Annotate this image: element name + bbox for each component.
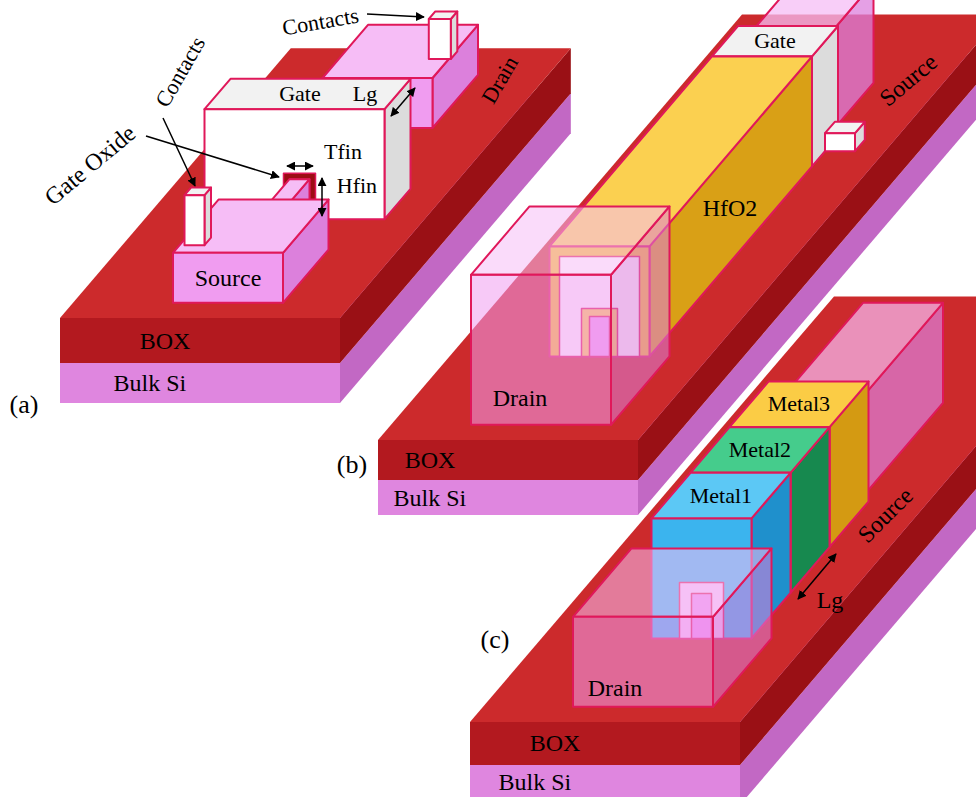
drain-block [573, 617, 713, 707]
contact-block [185, 188, 212, 196]
layer-label: BOX [530, 731, 581, 755]
drain-block [573, 548, 772, 616]
layer-label: BOX [405, 448, 456, 472]
leader-arrow [163, 118, 195, 186]
contact-block [429, 19, 451, 59]
metal3-block [730, 382, 869, 428]
device-drawing [60, 0, 976, 797]
part-label: HfO2 [703, 196, 758, 220]
dimension-label: Lg [353, 83, 377, 105]
leader-arrow [367, 14, 424, 17]
metal1-block [652, 473, 791, 519]
part-label: Source [195, 266, 262, 290]
bulk-si-layer [60, 363, 340, 403]
part-label: Gate [754, 30, 796, 52]
callout-label: Contacts [280, 4, 360, 39]
metal2-block [691, 427, 830, 473]
part-label: Metal1 [690, 485, 752, 507]
gate-block [205, 79, 411, 109]
layer-label: BOX [140, 329, 191, 353]
dimension-arrow [287, 165, 313, 167]
dimension-label: Lg [817, 588, 844, 612]
leader-lines [146, 14, 836, 599]
contact-block [185, 195, 205, 245]
part-label: Drain [588, 676, 643, 700]
drain-block [471, 206, 670, 274]
leader-arrow [146, 136, 279, 177]
bulk-si-layer [470, 765, 740, 797]
layer-label: Bulk Si [394, 486, 467, 510]
contact-block [825, 133, 855, 151]
part-label: Metal3 [768, 393, 830, 415]
box-layer [470, 296, 976, 722]
part-label: Metal2 [729, 439, 791, 461]
box-layer [378, 440, 638, 480]
part-label: Drain [493, 386, 548, 410]
dimension-arrow [321, 178, 323, 216]
gate-block [712, 26, 838, 56]
callout-label: Contacts [151, 33, 209, 111]
source-block [173, 253, 283, 303]
bulk-si-layer [378, 480, 638, 515]
callout-label: Gate Oxide [40, 120, 140, 209]
panel-label: (c) [481, 627, 510, 653]
contact-block [825, 122, 865, 133]
panel-label: (a) [10, 392, 39, 418]
part-label: Gate [279, 83, 321, 105]
layer-label: Bulk Si [499, 770, 572, 794]
drain-block [471, 275, 611, 425]
dimension-arrow [391, 88, 415, 116]
box-layer [470, 722, 740, 765]
dimension-label: Tfin [324, 141, 362, 163]
contact-block [429, 11, 458, 19]
panel-label: (b) [337, 452, 367, 478]
dimension-label: Hfin [337, 175, 377, 197]
layer-label: Bulk Si [114, 371, 187, 395]
box-layer [60, 318, 340, 363]
